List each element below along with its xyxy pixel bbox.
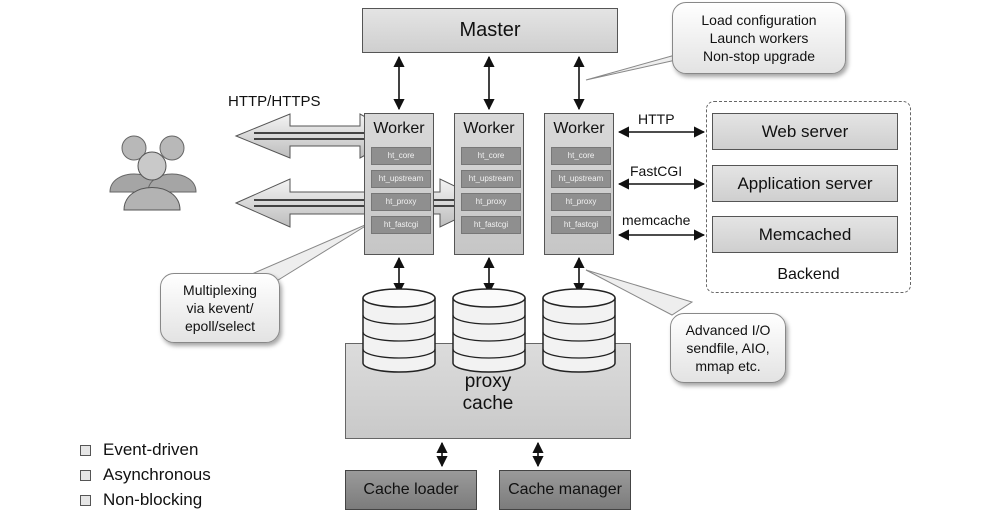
master-label: Master	[459, 19, 521, 41]
worker-2: Worker ht_core ht_upstream ht_proxy ht_f…	[454, 113, 524, 255]
worker-3: Worker ht_core ht_upstream ht_proxy ht_f…	[544, 113, 614, 255]
callout-line: Advanced I/O	[685, 322, 771, 338]
cache-manager-label: Cache manager	[508, 481, 622, 498]
callout-line: Non-stop upgrade	[702, 48, 816, 64]
cache-manager-box: Cache manager	[499, 470, 631, 510]
legend-label: Asynchronous	[103, 465, 211, 484]
module-ht-upstream: ht_upstream	[461, 170, 521, 188]
worker-title: Worker	[373, 120, 425, 137]
web-server-label: Web server	[761, 121, 849, 141]
callout-line: Load configuration	[701, 12, 817, 28]
module-ht-core: ht_core	[371, 147, 431, 165]
master-box: Master	[362, 8, 618, 53]
callout-line: mmap etc.	[695, 358, 761, 374]
legend-label: Event-driven	[103, 440, 199, 459]
worker-title: Worker	[463, 120, 515, 137]
module-ht-proxy: ht_proxy	[371, 193, 431, 211]
callout-line: sendfile, AIO,	[686, 340, 770, 356]
client-arrow-bottom	[234, 178, 492, 228]
module-ht-proxy: ht_proxy	[551, 193, 611, 211]
callout-line: Launch workers	[709, 30, 809, 46]
memcache-label: memcache	[622, 212, 691, 228]
backend-label: Backend	[777, 266, 840, 283]
module-ht-fastcgi: ht_fastcgi	[371, 216, 431, 234]
backend-group	[706, 101, 911, 293]
memcached-box: Memcached	[712, 216, 898, 253]
module-ht-core: ht_core	[461, 147, 521, 165]
legend-non-blocking: Non-blocking	[80, 490, 202, 510]
worker-1: Worker ht_core ht_upstream ht_proxy ht_f…	[364, 113, 434, 255]
cache-loader-box: Cache loader	[345, 470, 477, 510]
proxy-cache-line1: proxy	[464, 371, 512, 392]
master-callout-tail	[585, 51, 687, 81]
legend-square-icon	[80, 444, 91, 456]
users-icon	[109, 135, 197, 211]
callout-line: epoll/select	[184, 318, 256, 334]
advanced-io-callout: Advanced I/O sendfile, AIO, mmap etc.	[670, 313, 786, 383]
http-https-label: HTTP/HTTPS	[228, 93, 321, 110]
module-ht-fastcgi: ht_fastcgi	[461, 216, 521, 234]
proxy-cache-label: proxy cache	[345, 371, 631, 415]
legend-asynchronous: Asynchronous	[80, 465, 211, 485]
legend-event-driven: Event-driven	[80, 440, 198, 460]
legend-square-icon	[80, 494, 91, 506]
cache-loader-label: Cache loader	[363, 481, 459, 498]
module-ht-core: ht_core	[551, 147, 611, 165]
multiplexing-callout: Multiplexing via kevent/ epoll/select	[160, 273, 280, 343]
proxy-cache-line2: cache	[462, 393, 514, 414]
worker-title: Worker	[553, 120, 605, 137]
legend-label: Non-blocking	[103, 490, 203, 509]
web-server-box: Web server	[712, 113, 898, 150]
http-label: HTTP	[638, 111, 675, 127]
module-ht-proxy: ht_proxy	[461, 193, 521, 211]
memcached-label: Memcached	[758, 224, 852, 244]
fastcgi-label: FastCGI	[630, 163, 683, 179]
application-server-box: Application server	[712, 165, 898, 202]
legend-square-icon	[80, 469, 91, 481]
module-ht-upstream: ht_upstream	[551, 170, 611, 188]
callout-line: via kevent/	[186, 300, 254, 316]
callout-line: Multiplexing	[183, 282, 257, 298]
master-callout: Load configuration Launch workers Non-st…	[672, 2, 846, 74]
module-ht-fastcgi: ht_fastcgi	[551, 216, 611, 234]
module-ht-upstream: ht_upstream	[371, 170, 431, 188]
io-callout-tail	[585, 269, 694, 316]
application-server-label: Application server	[737, 173, 873, 193]
